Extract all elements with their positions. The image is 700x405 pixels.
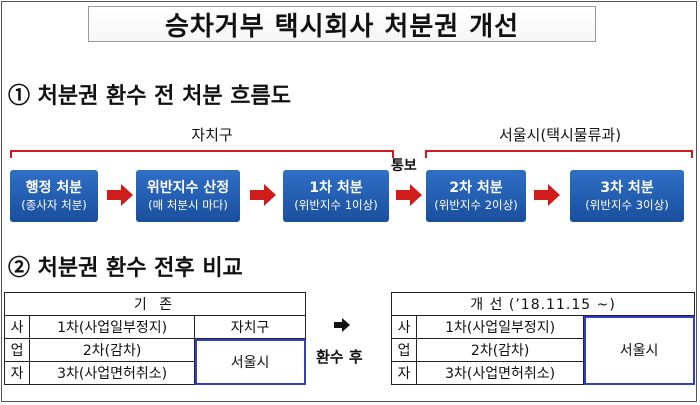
before-table: 기 존 사 1차(사업일부정지) 자치구 업 2차(감차) 서울시 자 3차(사… xyxy=(3,292,306,385)
section-1-title: ① 처분권 환수 전 처분 흐름도 xyxy=(8,83,291,109)
transition-label: 환수 후 xyxy=(316,348,363,366)
flow-step-main: 위반지수 산정 xyxy=(146,180,230,196)
after-table-header: 개 선 (’18.11.15 ~) xyxy=(391,292,695,316)
authority-seoul: 서울시 xyxy=(194,338,306,385)
group-label-seoul: 서울시(택시물류과) xyxy=(498,126,622,144)
flow-step-main: 1차 처분 xyxy=(309,180,363,196)
flow-step-third: 3차 처분 (위반지수 3이상) xyxy=(570,170,684,222)
after-table: 개 선 (’18.11.15 ~) 사 1차(사업일부정지) 서울시 업 2차(… xyxy=(390,292,695,385)
side-char: 업 xyxy=(3,338,31,362)
flow-arrow-icon xyxy=(534,184,560,206)
flow-step-administrative: 행정 처분 (종사자 처분) xyxy=(10,170,98,222)
table-row: 3차(사업면허취소) xyxy=(416,361,585,385)
page-title: 승차거부 택시회사 처분권 개선 xyxy=(88,6,596,42)
side-char: 자 xyxy=(3,361,31,385)
flow-step-sub: (매 처분시 마다) xyxy=(148,198,228,212)
table-row: 3차(사업면허취소) xyxy=(29,361,196,385)
table-row: 1차(사업일부정지) xyxy=(29,315,196,339)
flow-step-sub: (위반지수 2이상) xyxy=(434,198,518,212)
flow-step-sub: (종사자 처분) xyxy=(21,198,87,212)
group-bracket-seoul xyxy=(425,150,693,158)
side-char: 사 xyxy=(390,315,418,339)
flow-step-second: 2차 처분 (위반지수 2이상) xyxy=(426,170,526,222)
right-arrow-icon xyxy=(334,318,350,332)
before-table-header: 기 존 xyxy=(4,292,306,316)
side-char: 사 xyxy=(3,315,31,339)
flow-step-main: 행정 처분 xyxy=(25,180,83,196)
handoff-label: 통보 xyxy=(391,158,417,174)
group-label-district: 자치구 xyxy=(191,126,233,144)
flow-step-main: 2차 처분 xyxy=(449,180,503,196)
group-bracket-district xyxy=(10,150,394,158)
table-row: 2차(감차) xyxy=(416,338,585,362)
flow-step-violation-index: 위반지수 산정 (매 처분시 마다) xyxy=(136,170,240,222)
flow-arrow-icon xyxy=(250,184,276,206)
flow-step-sub: (위반지수 1이상) xyxy=(294,198,378,212)
table-row: 1차(사업일부정지) xyxy=(416,315,585,339)
flow-arrow-icon xyxy=(396,184,422,206)
authority-district: 자치구 xyxy=(194,315,306,339)
flow-step-first: 1차 처분 (위반지수 1이상) xyxy=(283,170,389,222)
flow-step-sub: (위반지수 3이상) xyxy=(585,198,669,212)
section-2-title: ② 처분권 환수 전후 비교 xyxy=(8,255,243,281)
flow-step-main: 3차 처분 xyxy=(600,180,654,196)
side-char: 자 xyxy=(390,361,418,385)
authority-seoul: 서울시 xyxy=(583,315,695,385)
side-char: 업 xyxy=(390,338,418,362)
flow-arrow-icon xyxy=(107,184,133,206)
page-title-text: 승차거부 택시회사 처분권 개선 xyxy=(164,11,520,42)
table-row: 2차(감차) xyxy=(29,338,196,362)
